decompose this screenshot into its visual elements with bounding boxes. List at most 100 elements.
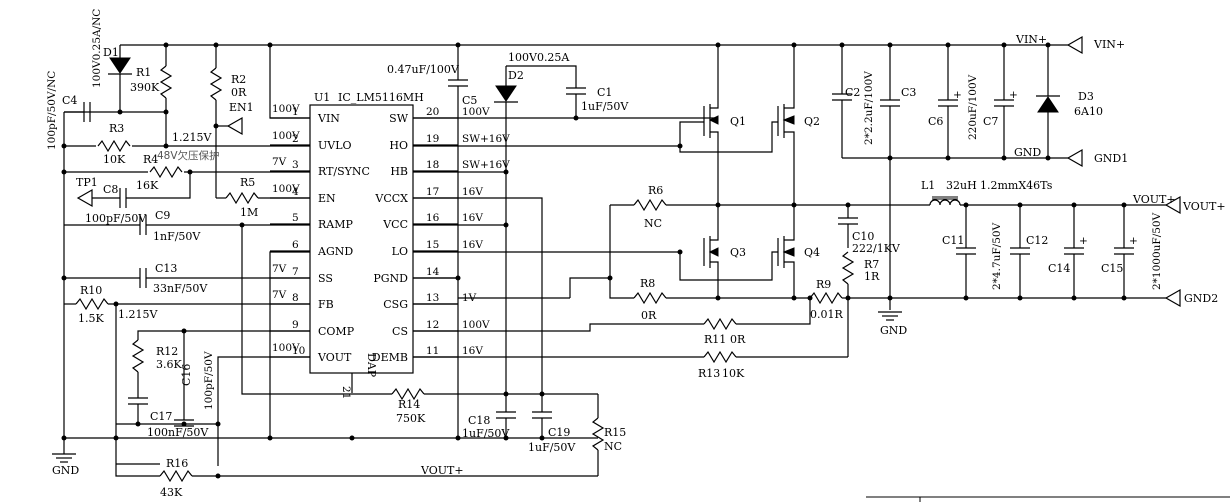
svg-text:16K: 16K (136, 179, 159, 192)
svg-text:1uF/50V: 1uF/50V (462, 427, 510, 440)
svg-text:+: + (1079, 235, 1088, 247)
svg-text:C4: C4 (62, 94, 77, 107)
pin-name: PGND (373, 272, 408, 285)
svg-text:Q3: Q3 (730, 246, 746, 259)
svg-text:+: + (953, 89, 962, 101)
pin-net: 16V (462, 212, 483, 224)
tp1-icon (76, 188, 93, 208)
capacitor-c7: + C7 (983, 89, 1018, 158)
svg-text:1uF/50V: 1uF/50V (581, 100, 629, 113)
svg-text:R7: R7 (864, 258, 879, 271)
svg-text:1nF/50V: 1nF/50V (153, 230, 201, 243)
gnd-symbol-right: GND (878, 311, 907, 337)
pin-net: 100V (462, 319, 490, 331)
pin-number: 4 (292, 186, 299, 198)
capacitor-c17: C17 100nF/50V (128, 397, 209, 439)
resistor-r16: R16 43K (115, 457, 218, 499)
svg-text:2*1000uF/50V: 2*1000uF/50V (1151, 212, 1163, 290)
svg-text:GND: GND (880, 324, 907, 337)
ic-ref: U1 (314, 91, 330, 104)
svg-text:D3: D3 (1078, 90, 1094, 103)
v1215-b: 1.215V (118, 308, 158, 321)
pin-name: VCCX (374, 192, 408, 205)
svg-text:R9: R9 (816, 278, 831, 291)
gnd1-port-icon (1066, 148, 1083, 168)
svg-text:R15: R15 (604, 426, 626, 439)
svg-text:3.6K: 3.6K (156, 358, 182, 371)
svg-text:100nF/50V: 100nF/50V (147, 426, 209, 439)
vout-port-icon (1164, 195, 1181, 215)
svg-text:R10: R10 (80, 284, 102, 297)
capacitor-c2: C2 2*2.2uF/100V (832, 71, 875, 158)
svg-text:100pF/50V: 100pF/50V (85, 212, 147, 225)
gnd-net-label: GND (1014, 146, 1041, 159)
resistor-r6: R6 NC (633, 184, 718, 230)
svg-text:1M: 1M (240, 206, 258, 219)
svg-text:C5: C5 (462, 94, 477, 107)
capacitor-c12: C12 (1010, 205, 1048, 298)
svg-text:390K: 390K (130, 81, 160, 94)
svg-text:1.5K: 1.5K (78, 312, 104, 325)
gnd2-port-icon (1164, 288, 1181, 308)
svg-text:R2: R2 (231, 73, 246, 86)
gnd-symbol-left: GND (52, 448, 79, 477)
pin-net: 100V (272, 103, 300, 115)
svg-text:100V0.25A/NC: 100V0.25A/NC (91, 9, 103, 88)
pin-number: 15 (426, 239, 439, 251)
pin-name: AGND (317, 245, 353, 258)
pin-number: 10 (292, 345, 305, 357)
resistor-r2: R2 0R (210, 45, 247, 198)
pin-name: CS (392, 325, 408, 338)
pin-name: LO (392, 245, 408, 258)
svg-text:Q1: Q1 (730, 115, 746, 128)
svg-text:48V欠压保护: 48V欠压保护 (157, 149, 220, 162)
resistor-r12: R12 3.6K (132, 339, 182, 398)
mosfet-q1: Q1 (703, 45, 746, 205)
vout-net-label-2: VOUT+ (1132, 193, 1176, 206)
svg-text:43K: 43K (160, 486, 183, 499)
pin-net: 100V (272, 130, 300, 142)
capacitor-c9: C9 1nF/50V (64, 209, 310, 243)
svg-text:220uF/100V: 220uF/100V (967, 74, 979, 140)
svg-text:0.47uF/100V: 0.47uF/100V (387, 63, 460, 76)
svg-text:C8: C8 (103, 183, 118, 196)
svg-text:0R: 0R (730, 333, 746, 346)
svg-text:C16: C16 (180, 364, 193, 386)
svg-text:0R: 0R (641, 309, 657, 322)
pin-name: RT/SYNC (318, 165, 370, 178)
pin-net: 7V (272, 289, 287, 301)
pin-number: 9 (292, 319, 299, 331)
capacitor-c1: C1 1uF/50V (566, 86, 629, 118)
svg-text:C7: C7 (983, 115, 998, 128)
resistor-r4: R4 48V欠压保护 16K (136, 149, 220, 192)
svg-text:100V0.25A: 100V0.25A (508, 51, 570, 64)
pin-name: HO (389, 139, 408, 152)
pin-name: RAMP (318, 218, 353, 231)
pin-name: DEMB (372, 351, 408, 364)
svg-text:C9: C9 (155, 209, 170, 222)
resistor-r3: R3 10K (96, 122, 132, 166)
svg-text:GND: GND (52, 464, 79, 477)
pin-name: VCC (382, 218, 408, 231)
en1-label: EN1 (229, 101, 254, 114)
svg-text:C6: C6 (928, 115, 943, 128)
ic-dap-pin: 21 (340, 386, 352, 399)
pin-name: SW (389, 112, 409, 125)
svg-text:R1: R1 (136, 66, 151, 79)
vin-net-label: VIN+ (1015, 33, 1047, 46)
resistor-r5: R5 1M (216, 176, 310, 219)
resistor-r15: R15 NC (592, 394, 626, 476)
svg-text:100pF/50V/NC: 100pF/50V/NC (46, 71, 58, 150)
svg-text:Q4: Q4 (804, 246, 820, 259)
svg-text:+: + (1129, 235, 1138, 247)
resistor-r14: R14 750K (241, 225, 598, 425)
